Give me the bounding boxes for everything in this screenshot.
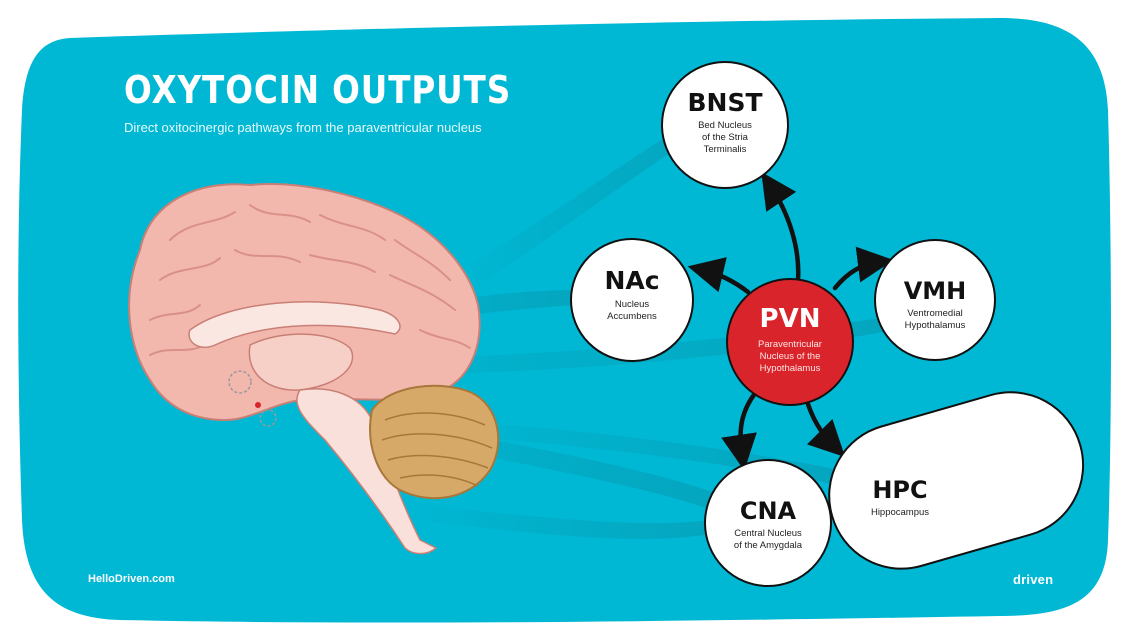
node-vmh-circle	[874, 239, 996, 361]
pvn-region-marker	[255, 402, 261, 408]
node-nac-circle	[570, 238, 694, 362]
node-hpc-title: HPC	[872, 476, 928, 504]
amygdala-region-marker	[259, 409, 277, 427]
node-pvn-title: PVN	[759, 304, 821, 334]
diagram-nodes	[570, 61, 1085, 587]
driven-logo: driven	[1013, 572, 1054, 587]
node-nac: NAc Nucleus Accumbens	[582, 266, 682, 323]
node-cna: CNA Central Nucleus of the Amygdala	[718, 497, 818, 552]
node-pvn-subtitle-2: Nucleus of the	[759, 351, 821, 362]
node-bnst-circle	[661, 61, 789, 189]
node-cna-subtitle-2: of the Amygdala	[733, 540, 803, 551]
node-bnst-subtitle-3: Terminalis	[703, 144, 747, 155]
website-link[interactable]: HelloDriven.com	[88, 573, 175, 585]
node-vmh-subtitle-1: Ventromedial	[907, 308, 963, 319]
node-cna-subtitle-1: Central Nucleus	[734, 528, 802, 539]
arrow-pvn-to-nac	[687, 257, 751, 295]
cerebellum	[369, 384, 500, 500]
node-hpc-shape	[828, 391, 1085, 570]
node-vmh-subtitle-2: Hypothalamus	[904, 320, 966, 331]
node-bnst: BNST Bed Nucleus of the Stria Terminalis	[675, 88, 775, 156]
thalamus	[248, 333, 354, 391]
page-title: OXYTOCIN OUTPUTS	[124, 68, 512, 112]
node-nac-title: NAc	[604, 266, 660, 295]
arrow-pvn-to-vmh	[832, 246, 894, 291]
node-pvn: PVN Paraventricular Nucleus of the Hypot…	[740, 304, 840, 375]
node-bnst-subtitle-2: of the Stria	[702, 132, 748, 143]
node-vmh: VMH Ventromedial Hypothalamus	[885, 277, 985, 332]
node-hpc: HPC Hippocampus	[850, 476, 950, 519]
page-subtitle: Direct oxitocinergic pathways from the p…	[124, 120, 482, 135]
brainstem	[296, 388, 438, 555]
node-nac-subtitle-1: Nucleus	[614, 299, 650, 310]
node-pvn-circle	[726, 278, 854, 406]
node-hpc-subtitle-1: Hippocampus	[870, 507, 930, 518]
corpus-callosum	[188, 301, 401, 349]
brain-illustration	[128, 183, 500, 555]
node-bnst-subtitle-1: Bed Nucleus	[698, 120, 752, 131]
node-cna-circle	[704, 459, 832, 587]
node-pvn-subtitle-1: Paraventricular	[758, 339, 822, 350]
node-pvn-subtitle-3: Hypothalamus	[759, 363, 821, 374]
nac-region-marker	[228, 370, 252, 394]
node-vmh-title: VMH	[903, 277, 967, 305]
arrow-pvn-to-bnst	[761, 171, 801, 283]
node-nac-subtitle-2: Accumbens	[607, 311, 657, 322]
node-cna-title: CNA	[739, 497, 797, 525]
node-bnst-title: BNST	[687, 88, 763, 117]
arrow-pvn-to-cna	[721, 389, 759, 471]
